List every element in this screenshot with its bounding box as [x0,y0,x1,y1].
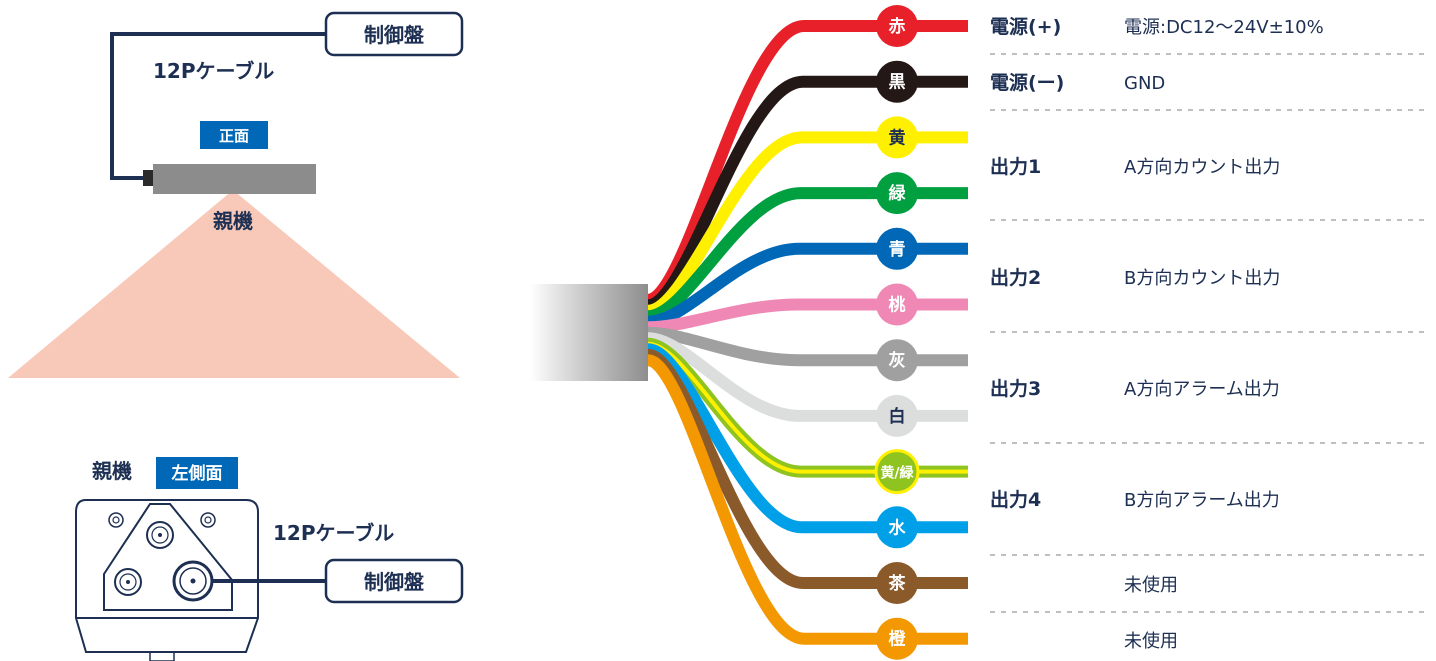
wire-color-label: 橙 [889,629,907,650]
signal-row: 電源(+) 電源:DC12〜24V±10% [990,15,1324,38]
wire-color-dot [876,60,918,103]
wire-color-label: 灰 [889,350,906,371]
wire-color-dot [876,339,918,382]
signal-row: 出力2 B方向カウント出力 [990,266,1280,289]
side-badge-label: 左側面 [172,463,223,484]
signal-description: B方向カウント出力 [1124,268,1280,289]
detection-beam [8,190,460,378]
wire-color-label: 黒 [889,73,906,93]
signal-name: 出力4 [990,488,1041,511]
signal-name: 出力3 [990,377,1041,400]
side-mount [149,651,175,661]
signal-description: 未使用 [1124,631,1178,652]
wire-layer [646,20,968,645]
signal-row: 出力3 A方向アラーム出力 [990,377,1280,400]
wire-gray [647,326,968,367]
signal-row: 電源(ー) GND [990,71,1165,94]
wire-color-label: 水 [889,517,907,538]
side-control-panel: 制御盤 [324,558,464,604]
side-view: 親機 左側面 [75,457,464,661]
wire-color-label: 桃 [889,295,906,316]
side-panel-label: 制御盤 [364,570,425,594]
wire-color-dot [876,172,918,215]
signal-description: A方向カウント出力 [1124,157,1280,178]
wire-color-label: 黄/緑 [880,465,914,482]
side-cable-label: 12Pケーブル [273,521,394,545]
signal-name: 出力1 [990,155,1041,178]
wire-pink [647,298,968,334]
wire-color-ring [874,449,920,495]
signal-name: 電源(+) [990,15,1061,38]
signal-row: 未使用 [1124,575,1178,596]
wire-color-label: 赤 [889,16,906,37]
wire-marker-red: 赤 [876,5,918,47]
side-housing [75,499,259,653]
signal-row: 未使用 [1124,631,1178,652]
wire-color-dot [876,506,918,549]
wire-marker-gray: 灰 [876,339,918,382]
wire-marker-brown: 茶 [876,562,918,604]
wire-orange [646,354,968,645]
wire-stripe-yellow-green [647,341,968,474]
wire-marker-blue: 青 [876,227,918,270]
wire-color-label: 黄 [889,127,906,148]
signal-row: 出力4 B方向アラーム出力 [990,488,1280,511]
side-unit-label: 親機 [92,459,132,483]
wire-marker-light-blue: 水 [876,506,918,549]
wire-marker-yellow-green: 黄/緑 [874,449,920,495]
side-badge [156,457,238,489]
front-control-panel: 制御盤 [324,11,464,57]
front-cable-label: 12Pケーブル [153,59,274,83]
signal-name: 電源(ー) [990,71,1064,94]
side-connector-plate [103,503,233,611]
signal-name: 出力2 [990,266,1041,289]
signal-row: 出力1 A方向カウント出力 [990,155,1280,178]
wire-marker-orange: 橙 [876,617,918,660]
12p-connector-icon [172,560,214,602]
front-cable [110,32,328,180]
wire-color-dot [876,562,918,604]
wire-color-dot [876,283,918,326]
connector-icon [114,568,142,596]
wire-color-dot [876,394,918,437]
front-connector [143,170,155,186]
front-view: 制御盤 12Pケーブル 正面 親機 [8,11,464,378]
screw-icon [200,512,216,528]
wire-color-dot [876,617,918,660]
screw-icon [108,512,124,528]
wire-green [647,187,968,323]
wire-color-dot [876,450,918,493]
wire-marker-white: 白 [876,394,918,437]
wire-color-dot [876,227,918,270]
signal-description: 電源:DC12〜24V±10% [1124,17,1324,38]
wire-color-label: 緑 [889,183,907,204]
front-badge-label: 正面 [219,127,249,145]
wire-color-label: 茶 [889,573,907,594]
cable-sheath [530,284,648,381]
front-badge [200,121,268,149]
front-unit-label: 親機 [213,209,253,233]
signal-description: A方向アラーム出力 [1124,379,1280,400]
signal-description: B方向アラーム出力 [1124,490,1280,511]
wire-marker-pink: 桃 [876,283,918,326]
front-panel-label: 制御盤 [364,23,425,47]
connector-icon [146,521,174,549]
wire-marker-green: 緑 [876,172,918,215]
wire-yellow [646,131,968,317]
signal-table: 電源(+) 電源:DC12〜24V±10% 電源(ー) GND 出力1 A方向カウント出力… [990,15,1425,652]
wire-blue [647,242,968,328]
wire-color-dot [876,5,918,47]
wire-color-label: 青 [889,239,906,260]
wire-white [647,332,968,422]
wire-marker-yellow: 黄 [876,116,918,159]
wire-color-label: 白 [889,406,906,427]
wire-color-dot [876,116,918,159]
wire-marker-black: 黒 [876,60,918,103]
signal-description: GND [1124,73,1165,94]
front-device-body [153,164,316,194]
signal-description: 未使用 [1124,575,1178,596]
